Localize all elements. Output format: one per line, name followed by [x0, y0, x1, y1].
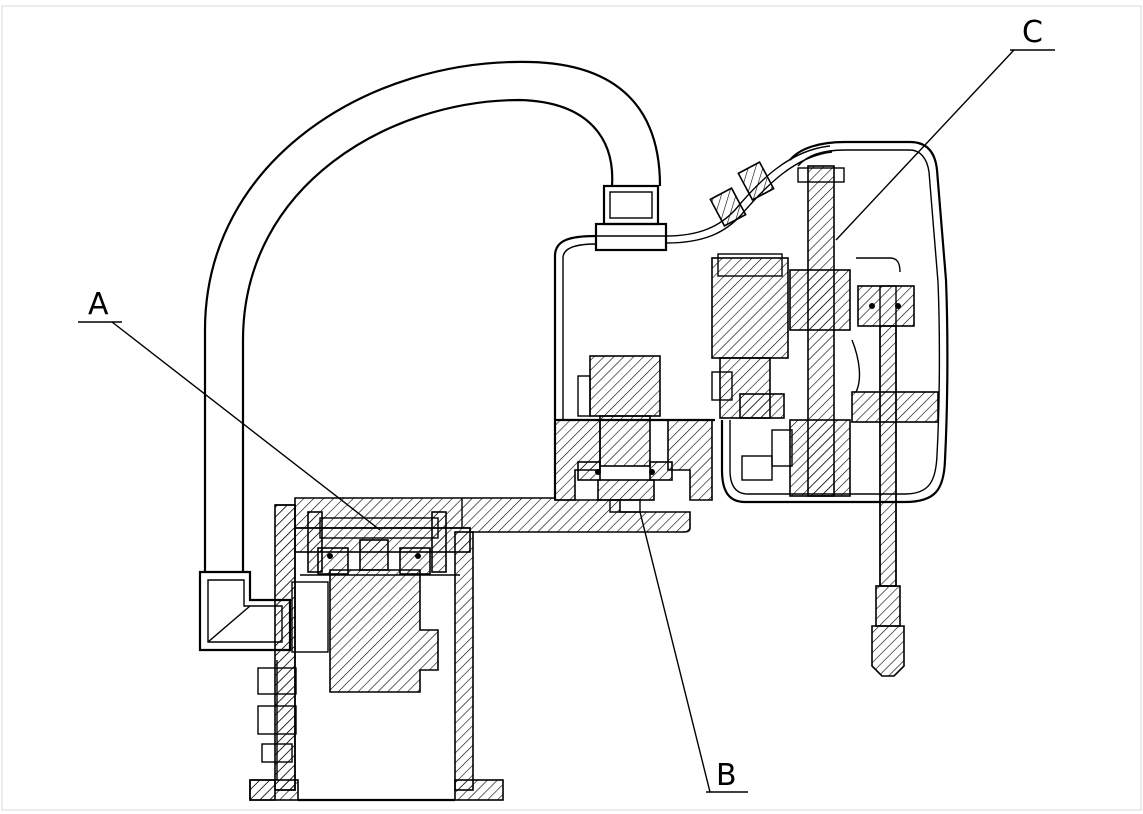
leader-b [639, 511, 711, 793]
connecting-arm [294, 497, 691, 533]
label-c: C [1022, 15, 1043, 50]
base-column [249, 504, 504, 802]
leader-a [111, 321, 381, 531]
joint-a-assembly [294, 511, 471, 576]
signal-cable [665, 145, 833, 244]
joint-c-assembly [711, 165, 939, 677]
frame-border [1, 5, 1142, 811]
cable-conduit [203, 60, 662, 572]
conduit-top-fitting [594, 184, 668, 252]
label-a: A [88, 287, 109, 322]
label-b: B [716, 758, 737, 793]
leader-lines [78, 49, 1055, 793]
leader-c [835, 49, 1015, 241]
upper-arm-housing [553, 140, 949, 504]
joint-b-housing [554, 355, 733, 513]
